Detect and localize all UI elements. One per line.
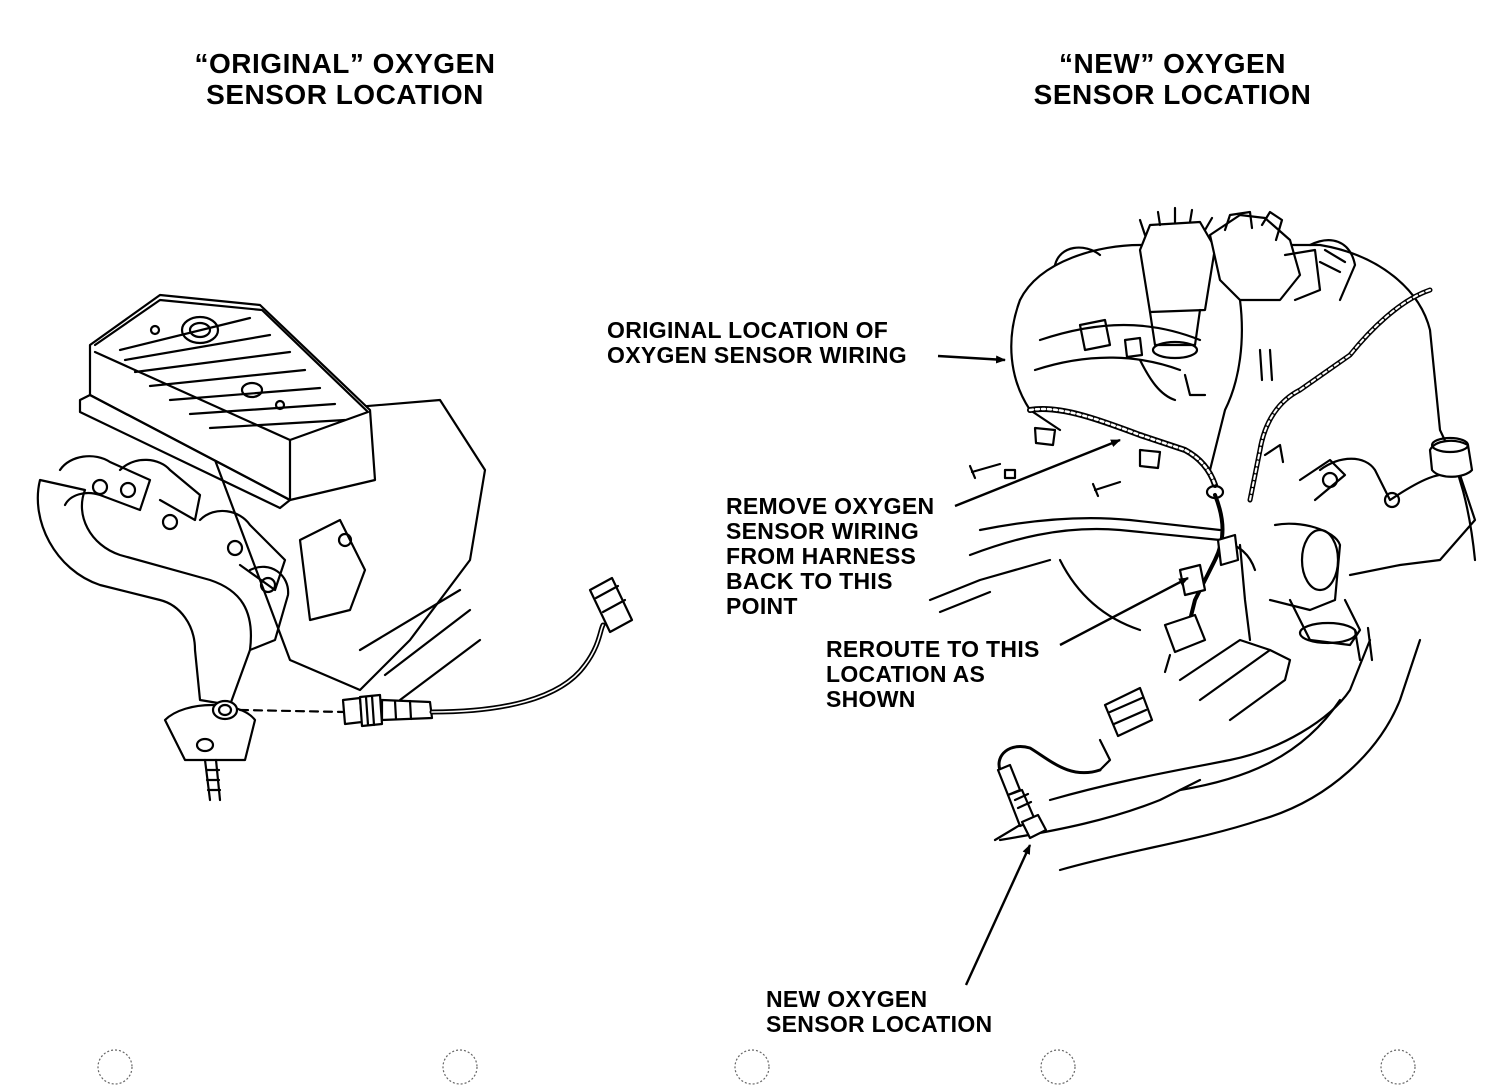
callout-new-sensor-line-1: NEW OXYGEN xyxy=(766,986,928,1012)
callout-remove-wiring: REMOVE OXYGEN SENSOR WIRING FROM HARNESS… xyxy=(726,494,934,619)
callout-original-wiring: ORIGINAL LOCATION OF OXYGEN SENSOR WIRIN… xyxy=(607,318,907,368)
original-title-line-1: “ORIGINAL” OXYGEN xyxy=(194,48,496,79)
binder-hole-icon xyxy=(1040,1049,1076,1085)
callout-remove-line-1: REMOVE OXYGEN xyxy=(726,493,935,519)
new-title-line-2: SENSOR LOCATION xyxy=(1033,79,1312,110)
callout-new-sensor: NEW OXYGEN SENSOR LOCATION xyxy=(766,987,992,1037)
exhaust-manifold xyxy=(36,455,353,802)
valve-cover xyxy=(78,293,377,510)
binder-holes xyxy=(97,1049,1416,1085)
right-exhaust-manifold xyxy=(1268,436,1477,647)
callout-reroute-line-2: LOCATION AS xyxy=(826,661,986,687)
leader-original-wiring xyxy=(937,354,1006,364)
callout-new-sensor-line-2: SENSOR LOCATION xyxy=(766,1011,993,1037)
binder-hole-icon xyxy=(442,1049,478,1085)
new-oxygen-sensor xyxy=(996,763,1048,840)
leader-remove-wiring xyxy=(954,438,1121,508)
original-title-line-2: SENSOR LOCATION xyxy=(206,79,484,110)
new-location-title: “NEW” OXYGEN SENSOR LOCATION xyxy=(1010,48,1335,110)
callout-reroute-line-1: REROUTE TO THIS xyxy=(826,636,1040,662)
new-title-line-1: “NEW” OXYGEN xyxy=(1059,48,1286,79)
original-oxygen-sensor xyxy=(341,576,634,728)
leader-new-sensor xyxy=(964,844,1032,986)
binder-hole-icon xyxy=(97,1049,133,1085)
distributor xyxy=(1138,206,1217,360)
original-location-title: “ORIGINAL” OXYGEN SENSOR LOCATION xyxy=(180,48,510,110)
callout-reroute: REROUTE TO THIS LOCATION AS SHOWN xyxy=(826,637,1040,712)
binder-hole-icon xyxy=(734,1049,770,1085)
callout-original-wiring-line-2: OXYGEN SENSOR WIRING xyxy=(607,342,907,368)
original-engine-illustration xyxy=(36,293,634,802)
callout-remove-line-3: FROM HARNESS xyxy=(726,543,917,569)
callout-original-wiring-line-1: ORIGINAL LOCATION OF xyxy=(607,317,889,343)
leader-reroute xyxy=(1059,576,1189,647)
new-engine-illustration xyxy=(928,206,1477,872)
callout-remove-line-5: POINT xyxy=(726,593,798,619)
binder-hole-icon xyxy=(1380,1049,1416,1085)
callout-remove-line-2: SENSOR WIRING xyxy=(726,518,920,544)
callout-remove-line-4: BACK TO THIS xyxy=(726,568,893,594)
callout-reroute-line-3: SHOWN xyxy=(826,686,916,712)
callout-leader-lines xyxy=(937,354,1189,986)
